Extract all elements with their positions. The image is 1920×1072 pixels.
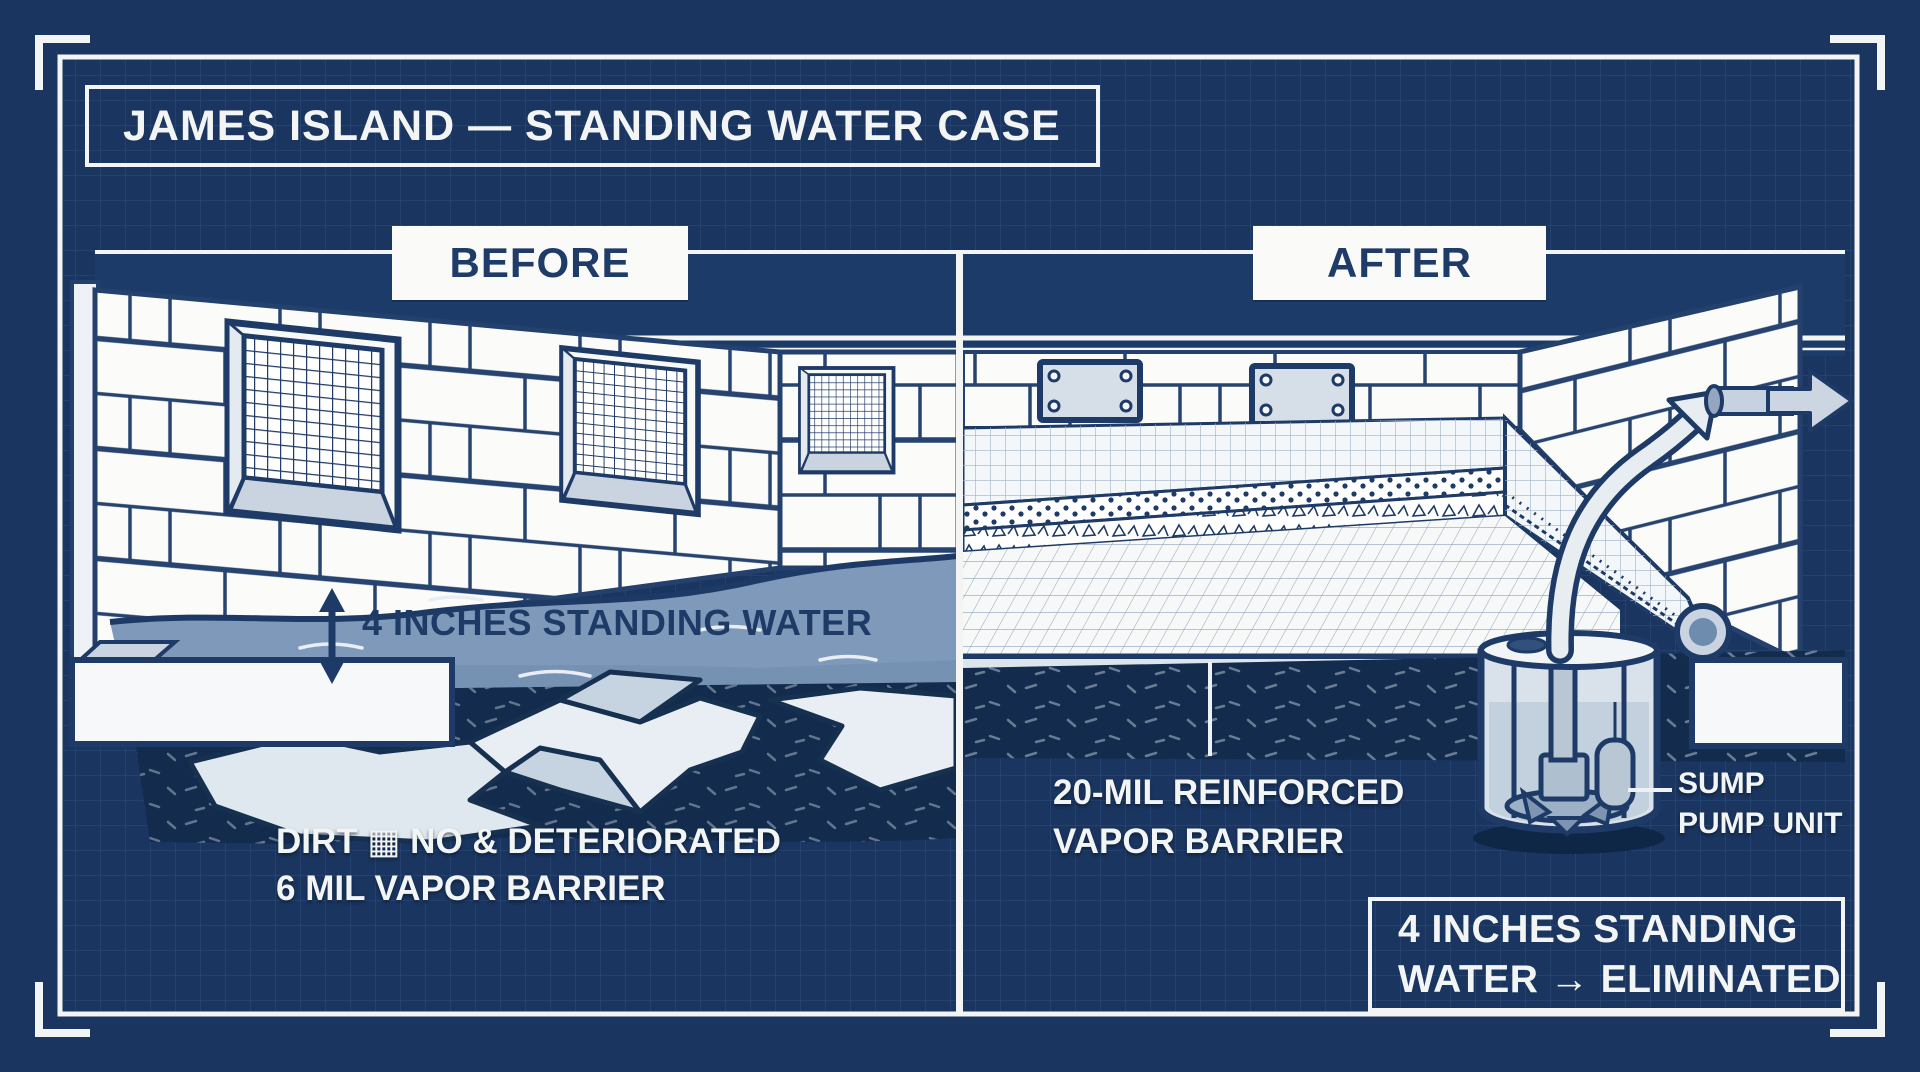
basement-window-1 <box>228 322 398 530</box>
dirt-caption-line1: DIRT ▦ NO & DETERIORATED <box>276 822 781 861</box>
result-line2: WATER → ELIMINATED <box>1398 957 1842 1001</box>
basement-window-2 <box>562 348 698 514</box>
page-title: JAMES ISLAND — STANDING WATER CASE <box>123 101 1061 150</box>
before-label-box: BEFORE <box>392 226 688 300</box>
float-switch <box>1594 737 1636 811</box>
discharge-assembly <box>1545 369 1854 664</box>
left-footing <box>69 640 455 747</box>
corner-bracket-top-left <box>35 35 90 90</box>
discharge-arrow-icon <box>1766 369 1854 433</box>
vent-cover-plate-1 <box>1040 362 1140 420</box>
dirt-floor-caption: DIRT ▦ NO & DETERIORATED 6 MIL VAPOR BAR… <box>276 818 781 912</box>
wall-membrane-bands <box>961 413 1717 661</box>
barrier-caption-line2: VAPOR BARRIER <box>1053 822 1345 861</box>
result-callout-box: 4 INCHES STANDING WATER → ELIMINATED <box>1368 897 1845 1012</box>
corner-bracket-bottom-right <box>1830 982 1885 1037</box>
barrier-caption-line1: 20-MIL REINFORCED <box>1053 773 1405 812</box>
lid-cap <box>1506 636 1548 654</box>
right-footing <box>1689 657 1848 749</box>
before-label: BEFORE <box>449 239 631 286</box>
after-scene <box>961 283 1854 854</box>
vent-cover-plate-2 <box>1252 366 1352 424</box>
corner-brackets <box>35 35 1885 1037</box>
corner-bracket-bottom-left <box>35 982 90 1037</box>
measure-arrow-icon <box>319 588 345 684</box>
before-scene <box>69 280 961 845</box>
sump-pump <box>1473 630 1665 854</box>
flow-arrow-shaft <box>1551 413 1699 659</box>
drain-pipe-end <box>1674 603 1732 661</box>
torn-vapor-barrier <box>187 669 959 845</box>
title-banner: JAMES ISLAND — STANDING WATER CASE <box>85 85 1100 167</box>
panel-divider <box>956 250 963 1014</box>
new-vapor-barrier-floor <box>963 516 1620 668</box>
result-line1: 4 INCHES STANDING <box>1398 907 1798 951</box>
sump-caption-line2: PUMP UNIT <box>1678 807 1843 840</box>
sump-pump-caption: SUMP PUMP UNIT <box>1678 764 1842 844</box>
sump-caption-line1: SUMP <box>1678 767 1765 800</box>
basement-window-3 <box>798 366 896 475</box>
after-label: AFTER <box>1327 239 1472 286</box>
after-label-box: AFTER <box>1253 226 1546 300</box>
dirt-caption-line2: 6 MIL VAPOR BARRIER <box>276 869 666 908</box>
water-depth-label: 4 INCHES STANDING WATER <box>362 602 873 643</box>
corner-bracket-top-right <box>1830 35 1885 90</box>
vapor-barrier-caption: 20-MIL REINFORCED VAPOR BARRIER <box>1053 768 1404 866</box>
